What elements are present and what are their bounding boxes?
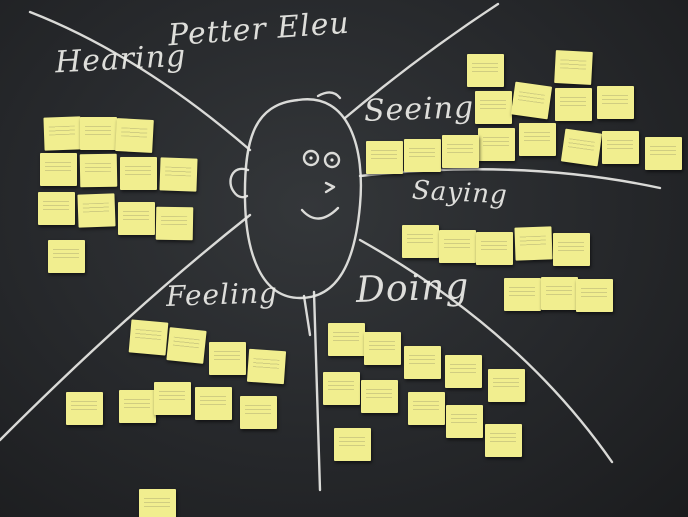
right-pupil: [330, 158, 334, 162]
seeing-label: Seeing: [363, 90, 475, 129]
sticky-note: [120, 157, 157, 190]
sticky-note: [402, 225, 439, 258]
sticky-note-bottom: [139, 489, 176, 517]
sticky-note: [445, 355, 482, 388]
sticky-note: [485, 424, 522, 457]
sticky-note: [128, 319, 169, 356]
sticky-note: [79, 153, 118, 188]
sticky-note: [576, 279, 613, 312]
sticky-note: [602, 131, 639, 164]
sticky-note: [159, 157, 198, 192]
sticky-note: [404, 346, 441, 379]
sticky-note: [488, 369, 525, 402]
sticky-note: [555, 88, 592, 121]
smile: [300, 206, 340, 220]
sticky-note: [334, 428, 371, 461]
sticky-note: [560, 128, 603, 167]
sticky-note: [115, 118, 154, 153]
sticky-note: [40, 153, 77, 186]
sticky-note: [66, 392, 103, 425]
sticky-note: [541, 277, 578, 310]
sticky-note: [476, 232, 513, 265]
sticky-note: [38, 192, 75, 225]
sticky-note: [478, 128, 515, 161]
divider-line-bottom: [312, 290, 322, 492]
sticky-note: [118, 202, 155, 235]
head-hair: [316, 91, 342, 100]
sticky-note: [446, 405, 483, 438]
sticky-note: [442, 135, 479, 168]
sticky-note: [361, 380, 398, 413]
right-eye: [323, 151, 341, 169]
sticky-note: [408, 392, 445, 425]
feeling-label: Feeling: [165, 276, 279, 313]
divider-line-right: [358, 168, 662, 190]
sticky-note: [645, 137, 682, 170]
sticky-note: [119, 390, 156, 423]
nose: [324, 181, 336, 194]
left-pupil: [309, 156, 313, 160]
sticky-note: [154, 382, 191, 415]
sticky-note: [597, 86, 634, 119]
divider-line-top-right: [343, 2, 500, 120]
sticky-note: [43, 116, 82, 151]
saying-label: Saying: [411, 175, 509, 211]
sticky-note: [77, 193, 116, 228]
sticky-note: [514, 226, 553, 261]
head-ear: [229, 167, 250, 199]
sticky-note: [554, 50, 593, 85]
sticky-note: [404, 139, 441, 172]
head-outline: [243, 98, 363, 300]
sticky-note: [240, 396, 277, 429]
sticky-note: [166, 327, 207, 364]
sticky-note: [504, 278, 541, 311]
sticky-note: [80, 117, 117, 150]
sticky-note: [519, 123, 556, 156]
neck: [302, 294, 312, 337]
sticky-note: [323, 372, 360, 405]
sticky-note: [553, 233, 590, 266]
sticky-note: [246, 348, 287, 385]
hearing-label: Hearing: [54, 38, 188, 81]
sticky-note: [155, 206, 194, 241]
sticky-note: [48, 240, 85, 273]
sticky-note: [439, 230, 476, 263]
sticky-note: [366, 141, 403, 174]
sticky-note: [475, 91, 512, 124]
divider-line-bottom-right: [358, 238, 614, 464]
sticky-note: [364, 332, 401, 365]
sticky-note: [209, 342, 246, 375]
sticky-note: [195, 387, 232, 420]
left-eye: [302, 149, 320, 167]
divider-line-bottom-left: [0, 213, 252, 442]
divider-line-top-left: [28, 10, 252, 152]
sticky-note: [510, 81, 553, 120]
doing-label: Doing: [355, 266, 470, 311]
sticky-note: [467, 54, 504, 87]
sticky-note: [328, 323, 365, 356]
